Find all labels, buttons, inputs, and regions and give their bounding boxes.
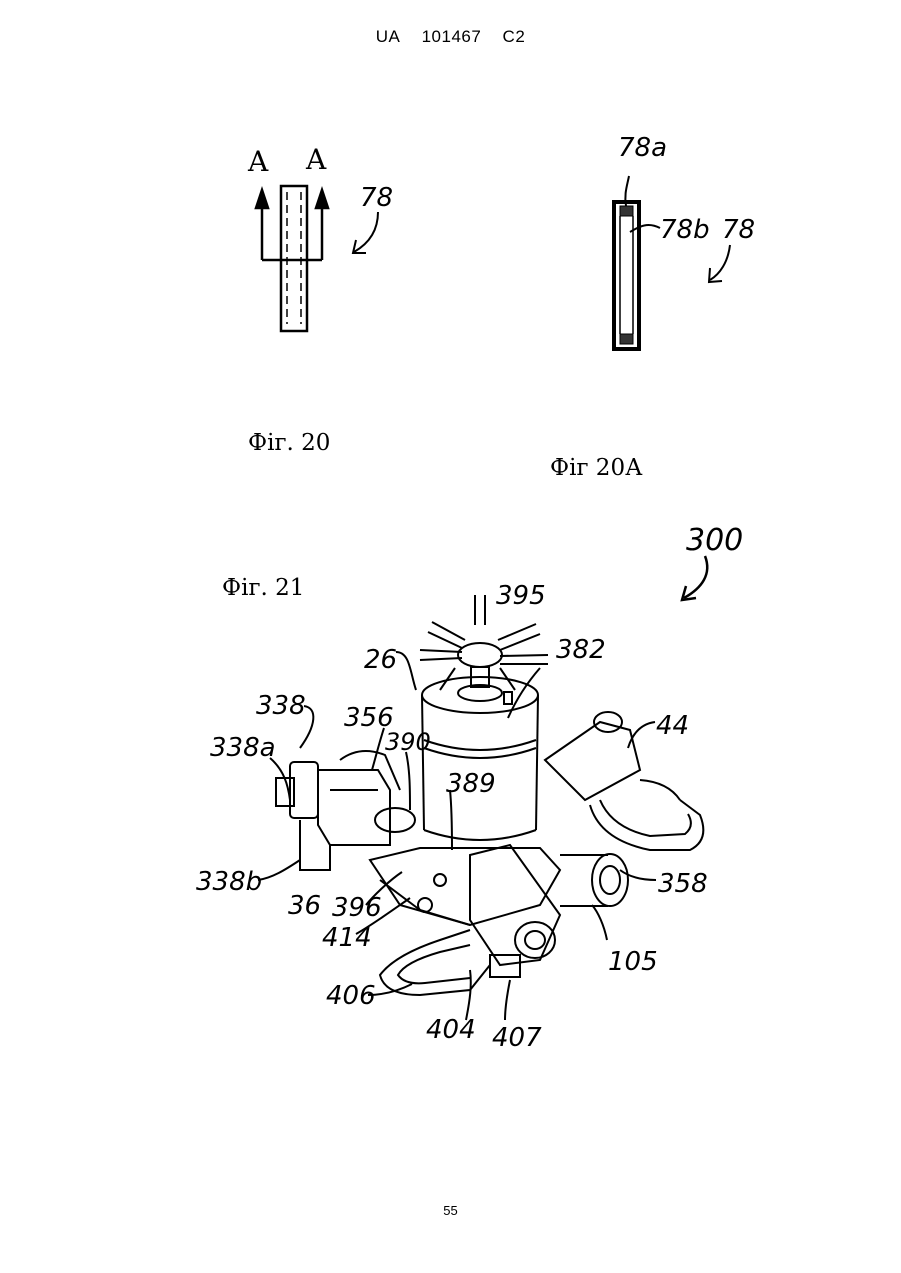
- fig20-section-label-right: A: [305, 143, 327, 176]
- fig21-ref-26: 26: [364, 645, 397, 675]
- fig21-ref-358: 358: [658, 869, 708, 899]
- fig21-ref-395: 395: [496, 581, 546, 611]
- fig20-caption: Фіг. 20: [248, 430, 330, 456]
- page-number: 55: [0, 1203, 901, 1218]
- fig21-ref-44: 44: [656, 711, 689, 741]
- fig20a-ref-78b: 78b: [660, 215, 710, 245]
- section-arrow-left: [256, 190, 268, 208]
- fig20a-ref-78a: 78a: [618, 133, 667, 163]
- base-outlet: [370, 848, 628, 925]
- fig21-ref-389: 389: [446, 769, 496, 799]
- fig20-strip: [281, 186, 307, 331]
- fig20-section-label-left: A: [247, 145, 269, 178]
- fig21-ref-390: 390: [385, 728, 431, 756]
- fig21-ref-396: 396: [332, 893, 382, 923]
- fig21-ref-406: 406: [326, 981, 376, 1011]
- fig21-ref-338a: 338a: [210, 733, 276, 763]
- motor-housing: [422, 677, 538, 840]
- section-arrow-right: [316, 190, 328, 208]
- fig20a-ref-78: 78: [722, 215, 755, 245]
- fig20a-drawing: [614, 176, 730, 349]
- fig20a-caption: Фіг 20А: [550, 455, 643, 481]
- fig21-ref-105: 105: [608, 947, 658, 977]
- fig21-ref-382: 382: [556, 635, 606, 665]
- fig21-ref-407: 407: [492, 1023, 542, 1053]
- fig21-ref-414: 414: [322, 923, 372, 953]
- fig21-ref-404: 404: [426, 1015, 476, 1045]
- fig21-ref-338b: 338b: [196, 867, 262, 897]
- fig21-caption: Фіг. 21: [222, 575, 304, 601]
- fig20a-strip: [614, 202, 639, 349]
- fig21-ref-338: 338: [256, 691, 306, 721]
- fig20-ref-78: 78: [360, 183, 393, 213]
- fig21-ref-300: 300: [686, 523, 743, 558]
- left-pump: [276, 751, 415, 870]
- fig21-ref-36: 36: [288, 891, 321, 921]
